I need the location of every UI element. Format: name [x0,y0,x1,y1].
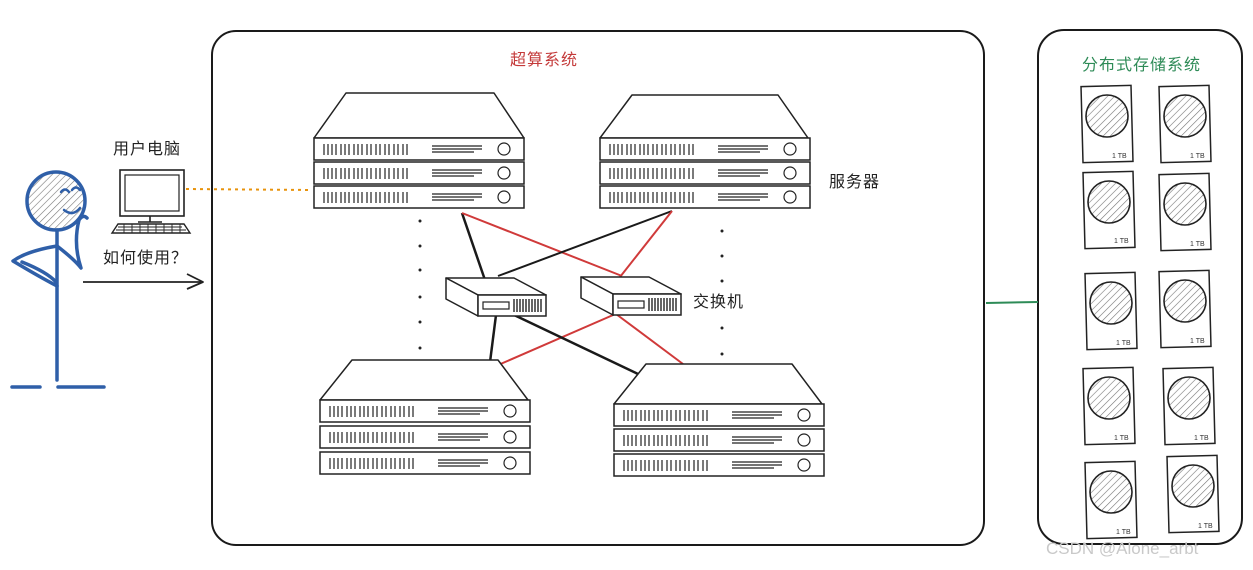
usage-question: 如何使用？ [103,248,189,267]
switch-label: 交换机 [693,292,745,311]
svg-text:1 TB: 1 TB [1190,153,1205,160]
link-server2-switch1 [497,210,673,277]
link-server1-switch1 [460,212,488,284]
server-3 [319,359,531,475]
network-links [460,210,684,376]
disk-8: 1 TB [1162,366,1216,446]
rack-continuation-dots [418,219,724,356]
disk-9: 1 TB [1084,460,1138,540]
svg-text:1 TB: 1 TB [1112,153,1127,160]
link-switch2-server4 [615,313,684,365]
disk-6: 1 TB [1158,269,1212,349]
svg-text:1 TB: 1 TB [1194,435,1209,442]
storage-disks: 1 TB 1 TB 1 TB 1 TB 1 TB 1 TB 1 TB 1 TB … [1080,84,1220,540]
disk-2: 1 TB [1158,84,1212,164]
storage-system-title: 分布式存储系统 [1082,55,1202,74]
disk-1: 1 TB [1080,84,1134,164]
user-access-link [185,188,313,191]
disk-7: 1 TB [1082,366,1136,446]
svg-text:1 TB: 1 TB [1116,340,1131,347]
usage-arrow [83,273,204,290]
server-2 [599,94,811,209]
user-person [10,170,106,389]
disk-3: 1 TB [1082,170,1136,250]
storage-system-frame [1037,29,1243,545]
server-1 [313,92,525,209]
user-computer [110,169,192,234]
svg-text:1 TB: 1 TB [1114,238,1129,245]
switch-2 [580,276,682,316]
server-label: 服务器 [829,172,881,191]
disk-10: 1 TB [1166,454,1220,534]
svg-text:1 TB: 1 TB [1190,338,1205,345]
svg-text:1 TB: 1 TB [1116,529,1131,536]
user-pc-label: 用户电脑 [113,139,182,158]
svg-text:1 TB: 1 TB [1198,523,1213,530]
server-4 [613,363,825,477]
storage-link [985,301,1039,304]
hpc-system-title: 超算系统 [510,50,579,69]
hpc-system-frame [211,30,985,546]
link-server2-switch2 [619,210,673,278]
switch-1 [445,277,547,317]
link-switch1-server4 [511,312,639,376]
svg-text:1 TB: 1 TB [1190,241,1205,248]
link-server1-switch2 [461,212,623,277]
watermark: CSDN @Alone_arbt [1046,539,1199,558]
svg-text:1 TB: 1 TB [1114,435,1129,442]
disk-4: 1 TB [1158,172,1212,252]
disk-5: 1 TB [1084,271,1138,351]
link-switch2-server3 [488,311,621,370]
